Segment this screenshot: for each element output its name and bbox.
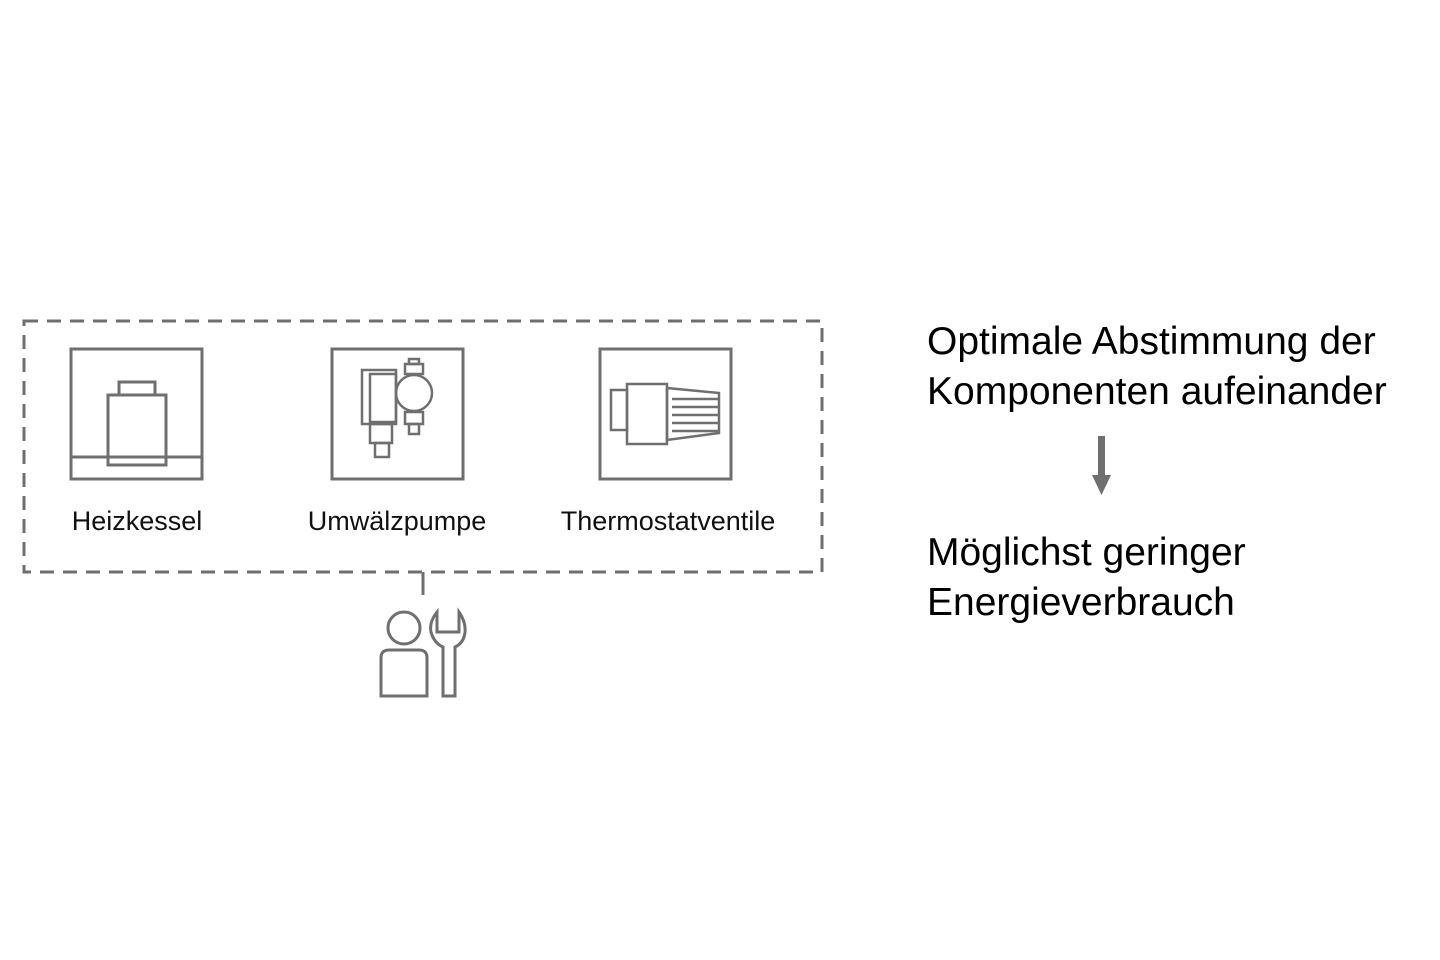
components-group-frame — [22, 319, 824, 574]
outcome-text-line-2: Energieverbrauch — [927, 581, 1235, 624]
component-label-heizkessel: Heizkessel — [72, 506, 203, 536]
component-label-thermostatventile: Thermostatventile — [561, 506, 776, 536]
boiler-icon — [69, 347, 204, 481]
component-label-umwaelzpumpe: Umwälzpumpe — [308, 506, 487, 536]
result-text-line-1: Optimale Abstimmung der — [927, 320, 1376, 363]
thermostatic-valve-icon — [598, 347, 733, 481]
result-text-line-2: Komponenten aufeinander — [927, 370, 1387, 413]
technician-with-wrench-icon — [379, 607, 467, 698]
outcome-text-line-1: Möglichst geringer — [927, 531, 1246, 574]
circulation-pump-icon — [330, 347, 465, 481]
arrow-down-icon — [1092, 436, 1111, 495]
